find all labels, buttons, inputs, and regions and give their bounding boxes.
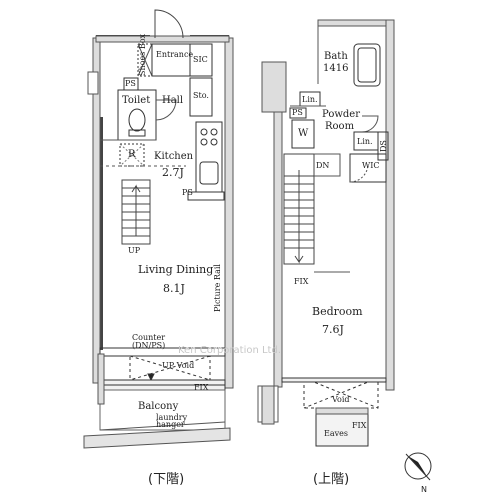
balcony-area xyxy=(99,389,226,431)
label-kitchen-size: 2.7J xyxy=(162,166,184,179)
label-up: UP xyxy=(128,246,141,255)
label-powder: Powder xyxy=(322,109,361,120)
lower-outer-walls xyxy=(93,35,232,380)
label-ps-upper: PS xyxy=(292,108,303,117)
wic-outline xyxy=(349,153,387,183)
bathtub xyxy=(353,43,381,87)
storage-outline xyxy=(189,77,213,117)
ps-upper-box xyxy=(289,107,307,119)
label-laundry: laundry xyxy=(156,413,188,422)
label-linen-mid: Lin. xyxy=(357,137,373,146)
label-upper-fix-top: FIX xyxy=(294,277,309,286)
label-sic: SIC xyxy=(193,55,208,64)
lower-stairs xyxy=(121,179,151,245)
label-eaves: Eaves xyxy=(324,429,348,438)
label-ps-top: PS xyxy=(125,79,136,88)
upper-stairs xyxy=(283,153,315,265)
upper-window-bottom xyxy=(281,377,387,383)
label-bath-size: 1416 xyxy=(323,63,349,74)
label-shoes-box: Shoes Box xyxy=(138,33,147,76)
hall-door xyxy=(155,99,177,121)
upper-wall-bl xyxy=(261,385,275,425)
label-kitchen: Kitchen xyxy=(154,151,194,162)
label-picture-rail: Picture Rail xyxy=(213,264,222,312)
label-counter: Counter xyxy=(132,333,166,342)
upper-wall-top xyxy=(317,19,389,27)
label-living-dining: Living Dining xyxy=(138,263,214,276)
north-compass xyxy=(404,452,432,481)
label-counter-note: (DN/PS) xyxy=(132,341,166,350)
ps-mid-box xyxy=(187,191,225,201)
label-lower-void: UP Void xyxy=(162,361,195,370)
label-toilet: Toilet xyxy=(122,95,151,106)
label-upper-void: Void xyxy=(332,395,350,404)
label-entrance: Entrance xyxy=(156,50,194,59)
label-lower-fix: FIX xyxy=(194,383,209,392)
lower-wall-fill-right xyxy=(224,37,234,389)
label-ps-mid: PS xyxy=(182,188,193,197)
label-dn: DN xyxy=(316,161,330,170)
label-storage: Sto. xyxy=(193,91,209,100)
label-ds: DS xyxy=(379,140,388,152)
lower-wall-top xyxy=(95,35,230,43)
upper-wall-left-top xyxy=(261,61,287,113)
balcony-rail xyxy=(83,427,231,449)
kitchen-sink xyxy=(199,161,219,185)
sic-outline xyxy=(189,43,213,77)
upper-floor-caption: (上階) xyxy=(313,472,350,487)
compass-label: N xyxy=(421,485,427,494)
label-refrigerator: R xyxy=(128,149,136,160)
toilet-bowl xyxy=(128,108,146,132)
label-balcony: Balcony xyxy=(138,401,179,412)
label-bedroom-size: 7.6J xyxy=(322,323,344,336)
label-washer: W xyxy=(298,128,309,139)
lower-notch xyxy=(87,71,99,95)
watermark: Ken Corporation Ltd. xyxy=(178,345,281,356)
label-living-size: 8.1J xyxy=(163,282,185,295)
washer-box xyxy=(291,119,315,149)
entrance-door xyxy=(154,9,184,39)
lower-floor-plan xyxy=(83,9,234,449)
lower-floor-caption: (下階) xyxy=(148,472,185,487)
label-powder-room: Room xyxy=(325,121,355,132)
label-hall: Hall xyxy=(162,95,184,106)
label-linen-top: Lin. xyxy=(302,95,318,104)
entrance-outline xyxy=(151,43,191,77)
label-upper-fix-bottom: FIX xyxy=(352,421,367,430)
label-hanger: hanger xyxy=(156,420,185,429)
upper-floor-plan xyxy=(257,19,395,447)
label-bedroom: Bedroom xyxy=(312,305,363,318)
label-wic: WIC xyxy=(362,161,380,170)
powder-door xyxy=(361,115,379,133)
upper-wall-right xyxy=(385,19,395,391)
ds-box xyxy=(377,131,389,161)
label-bath: Bath xyxy=(324,51,348,62)
